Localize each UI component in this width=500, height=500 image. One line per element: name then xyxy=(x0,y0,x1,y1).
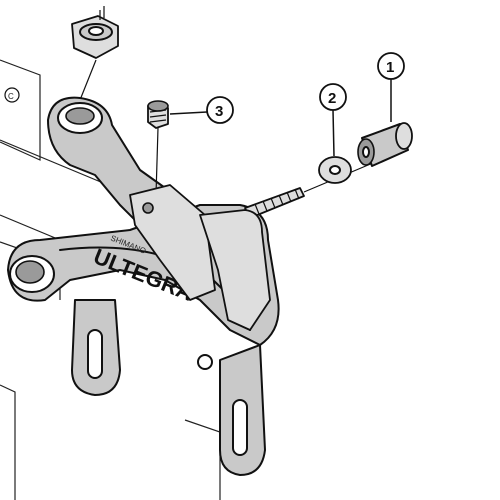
callout-3-label: 3 xyxy=(215,103,223,120)
sleeve-nut xyxy=(357,122,413,167)
left-mounting-tab xyxy=(71,299,121,396)
top-cap-nut xyxy=(71,6,119,59)
callout-2-label: 2 xyxy=(328,90,336,107)
callout-1-label: 1 xyxy=(386,59,394,76)
circle-mark-label: C xyxy=(8,92,14,101)
right-caliper-arm xyxy=(199,209,271,331)
washer xyxy=(318,156,352,184)
adjusting-screw xyxy=(147,100,169,129)
callout-3: 3 xyxy=(169,96,234,124)
assembly-line-screw xyxy=(155,127,159,196)
assembly-line-top xyxy=(79,59,97,101)
callout-2: 2 xyxy=(319,83,347,157)
callout-1: 1 xyxy=(377,52,405,122)
center-pivot-block xyxy=(129,184,216,301)
right-mounting-tab xyxy=(197,344,266,476)
circle-mark: C xyxy=(4,87,20,103)
